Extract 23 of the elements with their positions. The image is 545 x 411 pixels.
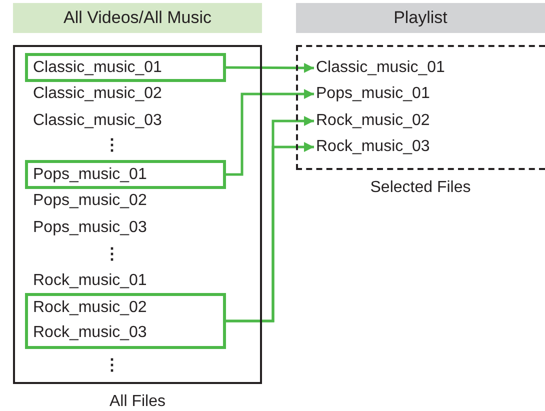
- selection-box: [25, 293, 226, 349]
- file-name: Classic_music_01: [316, 58, 445, 78]
- ellipsis-mark: ⋮: [104, 356, 120, 376]
- file-name: Pops_music_02: [33, 191, 147, 211]
- arrow: [226, 62, 314, 73]
- file-name: Rock_music_02: [316, 111, 430, 131]
- file-name: Rock_music_02: [33, 298, 147, 318]
- column-header: Playlist: [296, 3, 545, 33]
- ellipsis-mark: ⋮: [104, 245, 120, 265]
- file-name: Classic_music_02: [33, 84, 162, 104]
- ellipsis-mark: ⋮: [104, 136, 120, 156]
- file-name: Rock_music_03: [33, 323, 147, 343]
- selection-box: Pops_music_01: [25, 160, 226, 189]
- selection-box: Classic_music_01: [25, 53, 226, 82]
- file-name: Pops_music_03: [33, 218, 147, 238]
- file-name: Classic_music_03: [33, 111, 162, 131]
- panel-caption: Selected Files: [369, 178, 472, 198]
- file-name: Rock_music_03: [316, 137, 430, 157]
- column-header: All Videos/All Music: [13, 3, 262, 33]
- file-name: Rock_music_01: [33, 271, 147, 291]
- panel-caption: All Files: [108, 392, 166, 411]
- file-name: Pops_music_01: [316, 84, 430, 104]
- arrow: [226, 89, 314, 176]
